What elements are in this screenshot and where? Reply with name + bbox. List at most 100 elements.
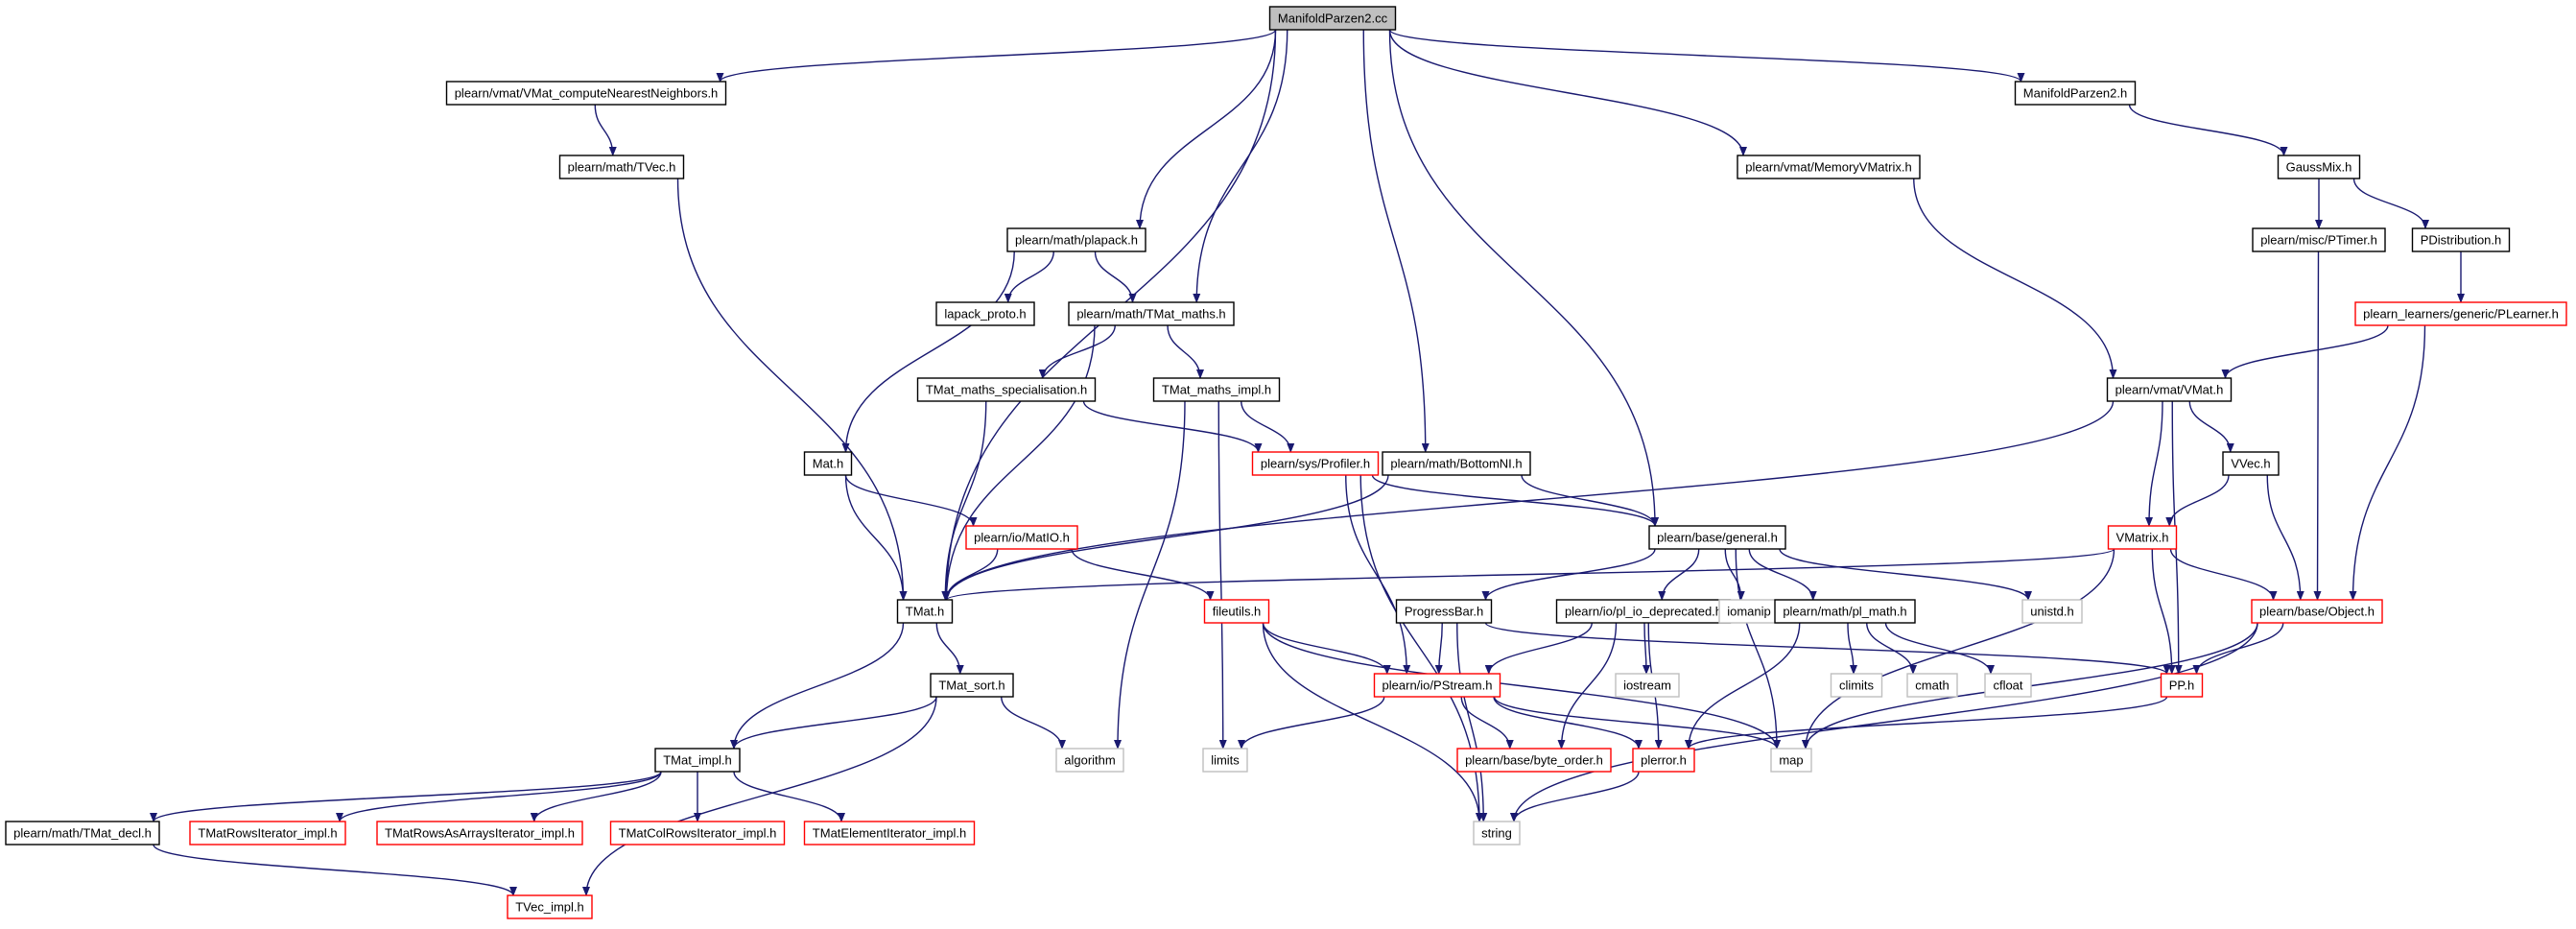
edge-tmat-maths-impl-to-profiler [1241,400,1295,453]
edge-vmat-cnn-to-tvec-h [594,104,617,156]
graph-node-rows-arr-iter[interactable]: TMatRowsAsArraysIterator_impl.h [376,821,583,846]
edge-tmat-decl-to-tvec-impl [153,844,517,896]
graph-node-iostream[interactable]: iostream [1615,673,1680,698]
edge-tmat-impl-to-elem-iter [733,771,845,822]
graph-node-pdistribution[interactable]: PDistribution.h [2411,227,2511,252]
node-box [1006,227,1146,252]
graph-node-fileutils[interactable]: fileutils.h [1203,599,1270,624]
node-label: TMat.h [906,605,944,619]
edge-pl-io-dep-to-byte-order [1557,622,1618,750]
node-box [1382,451,1531,476]
node-label: PDistribution.h [2421,233,2502,248]
node-box [2106,377,2233,402]
graph-node-pstream[interactable]: plearn/io/PStream.h [1373,673,1501,698]
graph-node-tmat-maths-impl[interactable]: TMat_maths_impl.h [1152,377,1281,402]
node-box [1830,673,1883,698]
graph-node-object[interactable]: plearn/base/Object.h [2251,599,2383,624]
graph-node-string[interactable]: string [1473,821,1521,846]
edge-manifold-cc-to-plapack [1136,29,1277,229]
graph-node-plearner[interactable]: plearn_learners/generic/PLearner.h [2354,301,2567,326]
node-label: ManifoldParzen2.cc [1278,12,1388,26]
node-box [935,301,1035,326]
edge-manifold-h-to-gaussmix [2128,104,2288,156]
graph-node-rows-iter[interactable]: TMatRowsIterator_impl.h [189,821,346,846]
graph-node-general[interactable]: plearn/base/general.h [1648,525,1786,550]
node-label: TMat_sort.h [938,679,1004,693]
graph-node-vvec[interactable]: VVec.h [2222,451,2280,476]
node-box [1473,821,1521,846]
graph-node-tmat-h[interactable]: TMat.h [896,599,954,624]
edge-memvmatrix-to-vmat-h [1913,178,2117,379]
graph-node-tmat-maths[interactable]: plearn/math/TMat_maths.h [1068,301,1235,326]
node-box [803,821,976,846]
graph-node-pp-h[interactable]: PP.h [2160,673,2204,698]
edge-tmat-maths-impl-to-limits [1217,400,1227,750]
node-label: iostream [1623,679,1671,693]
node-label: plearn/io/pl_io_deprecated.h [1565,605,1722,619]
graph-node-lapack-proto[interactable]: lapack_proto.h [935,301,1035,326]
graph-node-plerror[interactable]: plerror.h [1632,748,1695,773]
node-label: plearn/sys/Profiler.h [1261,457,1370,471]
graph-node-vmatrix[interactable]: VMatrix.h [2107,525,2178,550]
edge-tmat-impl-to-rows-iter [336,771,662,822]
graph-node-manifold-h[interactable]: ManifoldParzen2.h [2014,81,2137,106]
graph-node-tmat-maths-spec[interactable]: TMat_maths_specialisation.h [916,377,1097,402]
node-label: unistd.h [2030,605,2074,619]
graph-node-byte-order[interactable]: plearn/base/byte_order.h [1456,748,1612,773]
edge-fileutils-to-pstream [1262,622,1391,675]
graph-node-cmath[interactable]: cmath [1906,673,1958,698]
node-box [1615,673,1680,698]
graph-node-pl-math[interactable]: plearn/math/pl_math.h [1774,599,1916,624]
graph-node-algorithm[interactable]: algorithm [1055,748,1124,773]
graph-node-elem-iter[interactable]: TMatElementIterator_impl.h [803,821,976,846]
edge-pstream-to-byte-order [1460,696,1514,750]
graph-node-colrows-iter[interactable]: TMatColRowsIterator_impl.h [609,821,786,846]
graph-node-profiler[interactable]: plearn/sys/Profiler.h [1251,451,1380,476]
node-box [1648,525,1786,550]
node-box [1737,155,1921,179]
graph-node-iomanip[interactable]: iomanip [1718,599,1780,624]
graph-node-vmat-cnn[interactable]: plearn/vmat/VMat_computeNearestNeighbors… [445,81,727,106]
graph-node-tvec-h[interactable]: plearn/math/TVec.h [558,155,685,179]
node-box [1774,599,1916,624]
graph-node-vmat-h[interactable]: plearn/vmat/VMat.h [2106,377,2233,402]
node-box [965,525,1078,550]
node-label: plearn/math/TMat_maths.h [1076,307,1225,322]
node-label: cfloat [1993,679,2022,693]
graph-node-pl-io-dep[interactable]: plearn/io/pl_io_deprecated.h [1555,599,1732,624]
node-label: VMatrix.h [2116,531,2169,545]
graph-node-matio[interactable]: plearn/io/MatIO.h [965,525,1078,550]
node-box [445,81,727,106]
edge-matio-to-fileutils [1071,548,1215,601]
graph-node-manifold-cc[interactable]: ManifoldParzen2.cc [1268,6,1397,31]
node-box [1906,673,1958,698]
node-label: plearn/math/TVec.h [568,160,676,175]
graph-node-progressbar[interactable]: ProgressBar.h [1395,599,1493,624]
graph-node-limits[interactable]: limits [1202,748,1248,773]
graph-node-ptimer[interactable]: plearn/misc/PTimer.h [2252,227,2386,252]
graph-node-tmat-impl[interactable]: TMat_impl.h [654,748,741,773]
graph-node-climits[interactable]: climits [1830,673,1883,698]
edge-fileutils-to-string [1262,622,1483,822]
node-box [2107,525,2178,550]
graph-node-bottomni[interactable]: plearn/math/BottomNI.h [1382,451,1531,476]
graph-node-tvec-impl[interactable]: TVec_impl.h [507,894,593,919]
node-label: plearn_learners/generic/PLearner.h [2363,307,2559,322]
node-box [1632,748,1695,773]
graph-node-tmat-sort[interactable]: TMat_sort.h [930,673,1014,698]
graph-node-gaussmix[interactable]: GaussMix.h [2277,155,2361,179]
graph-node-unistd[interactable]: unistd.h [2021,599,2083,624]
node-box [609,821,786,846]
edge-plearner-to-vmat-h [2221,324,2389,379]
node-box [1068,301,1235,326]
edge-pstream-to-map [1493,696,1781,750]
node-box [803,451,853,476]
node-label: plearn/vmat/VMat_computeNearestNeighbors… [455,86,719,101]
graph-node-mat-h[interactable]: Mat.h [803,451,853,476]
graph-node-plapack[interactable]: plearn/math/plapack.h [1006,227,1146,252]
graph-node-map[interactable]: map [1770,748,1812,773]
graph-node-cfloat[interactable]: cfloat [1984,673,2032,698]
graph-node-memvmatrix[interactable]: plearn/vmat/MemoryVMatrix.h [1737,155,1921,179]
graph-node-tmat-decl[interactable]: plearn/math/TMat_decl.h [5,821,160,846]
node-box [1152,377,1281,402]
